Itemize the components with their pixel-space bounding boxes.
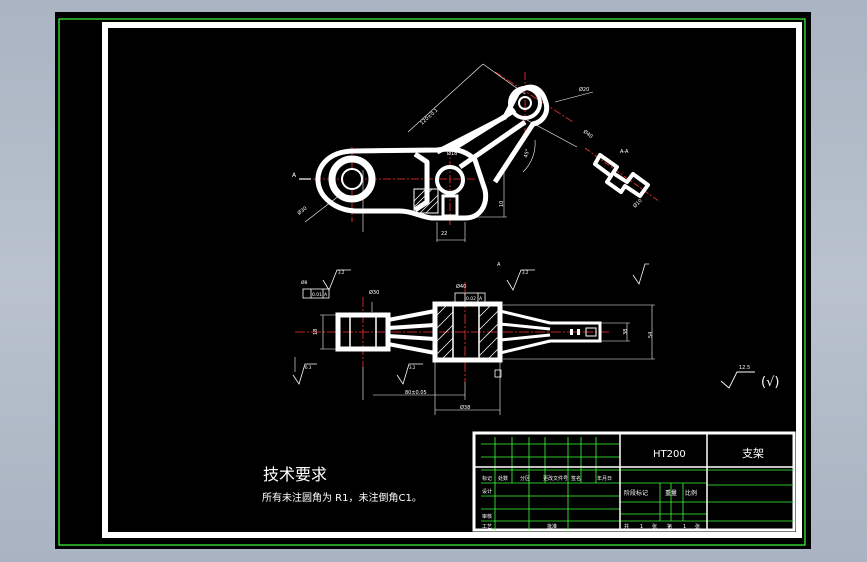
dim-w22: 22 [441,231,447,237]
label-mark: 标记 [482,475,492,482]
label-approve: 批准 [547,523,557,530]
label-scale: 比例 [685,489,697,497]
label-weight: 重量 [665,489,677,497]
label-design: 设计 [482,488,492,495]
dim-hole-small: Ø10 [631,197,643,209]
total-value: 1 [640,524,643,530]
top-view-arrow-letter: A [497,262,501,268]
label-zone: 分区 [520,475,530,482]
label-process: 工艺 [482,524,492,530]
section-label: A-A [620,149,629,155]
dim-len-top: 120±0.1 [419,108,439,127]
dim-boss-top: Ø40 [582,128,594,140]
drawing-border [102,22,802,538]
tol-left: 0.01 [312,292,322,298]
label-total: 共 [624,523,629,530]
roughness-1: 3.2 [338,270,345,275]
label-page: 第 [667,523,672,530]
section-arrow-letter: A [292,172,297,179]
notes-text: 所有未注圆角为 R1，未注倒角C1。 [262,491,422,504]
dim-bore-top: Ø20 [579,86,589,93]
outer-frame [58,18,806,546]
dim-d-mid: Ø38 [460,404,470,411]
page-value: 1 [683,524,686,530]
label-stage-mark: 阶段标记 [624,489,648,497]
drawing-title: 支架 [742,447,764,460]
roughness-3: 6.3 [305,365,312,370]
front-view: 120±0.1 Ø20 Ø40 45° Ø30 22 10 A Ø18 [292,63,594,242]
dim-rib: Ø18 [447,150,457,157]
dim-h54: 54 [648,332,654,338]
dim-len-axis: 80±0.05 [405,390,427,396]
label-date: 年月日 [597,475,612,482]
label-review: 审核 [482,513,492,520]
dim-d-left-top: Ø30 [369,289,379,296]
label-change-doc: 更改文件号 [543,475,568,482]
roughness-2: 3.2 [522,270,529,275]
datum-left: A [324,292,328,298]
dim-h18: 18 [313,329,319,335]
general-roughness: 12.5 (√) [720,365,779,390]
dim-v38: 38 [623,329,629,335]
dim-d-right: Ø8 [301,279,308,286]
label-count: 处数 [498,475,508,482]
tol-mid: 0.02 [466,296,476,302]
cad-viewport[interactable]: 120±0.1 Ø20 Ø40 45° Ø30 22 10 A Ø18 A-A … [55,12,811,549]
label-sign: 签名 [571,475,581,482]
dim-d-mid-top: Ø40 [456,283,466,290]
dim-h10: 10 [499,201,505,207]
section-aa-view: A-A Ø10 [584,147,661,209]
material: HT200 [653,449,686,460]
dim-bore-left: Ø30 [296,205,308,217]
title-block: HT200 支架 标记 处数 分区 更改文件号 签名 年月日 设计 审核 工艺 … [472,431,796,532]
notes-heading: 技术要求 [263,465,327,484]
dim-angle: 45° [523,148,531,159]
page-unit: 张 [695,523,700,530]
total-unit: 张 [652,523,657,530]
drawing-sheet: 120±0.1 Ø20 Ø40 45° Ø30 22 10 A Ø18 A-A … [58,18,806,546]
roughness-general-value: 12.5 [739,365,750,371]
roughness-note: (√) [761,375,779,390]
datum-mid: A [479,296,483,302]
top-view: 0.01 A 0.02 A 3.2 3.2 6.3 3.2 Ø30 Ø40 18… [292,262,655,415]
roughness-4: 3.2 [409,365,416,370]
